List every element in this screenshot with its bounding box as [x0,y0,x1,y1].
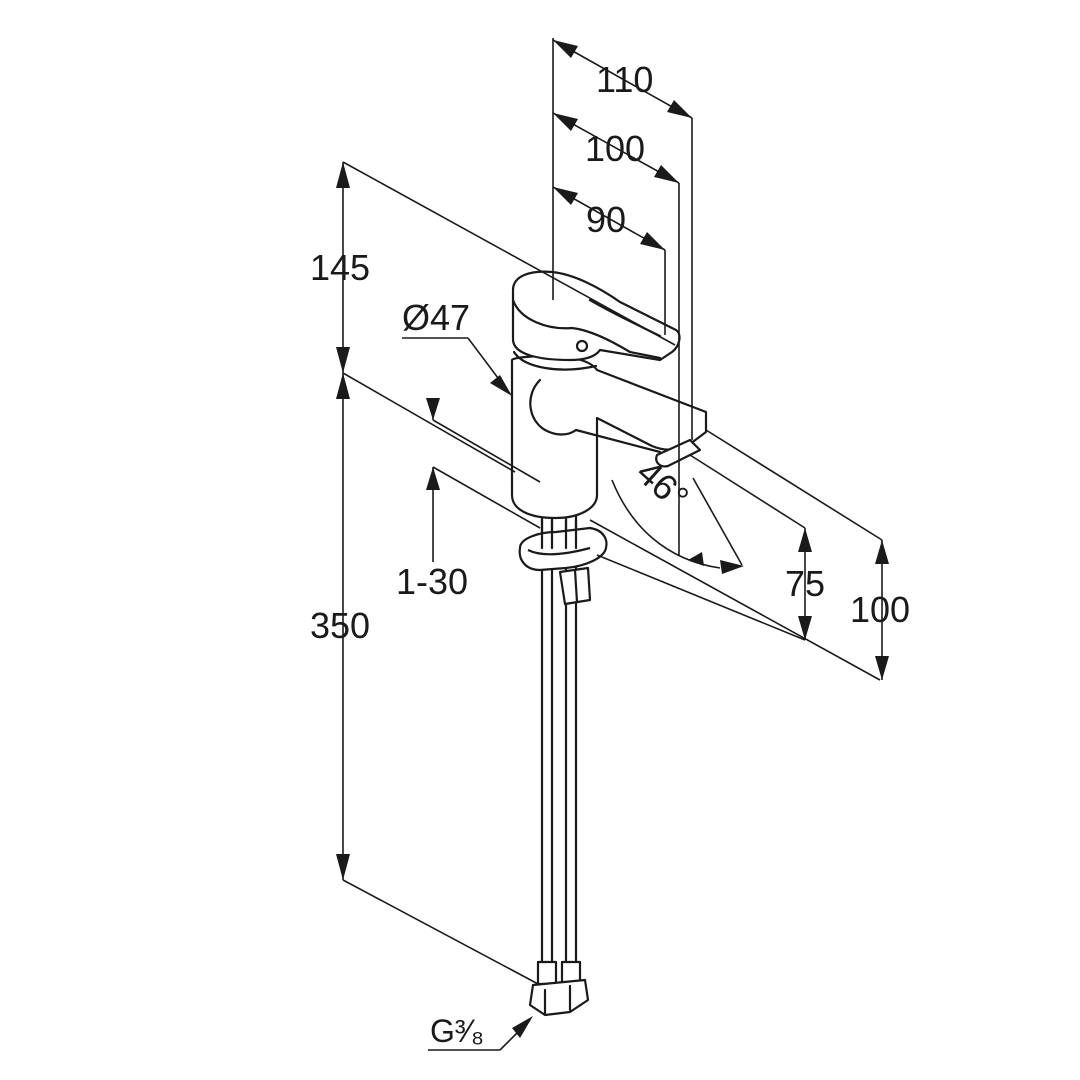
dimension-label-diameter: Ø47 [402,297,470,338]
dimension-label-145: 145 [310,247,370,288]
connection-fitting [528,978,590,1017]
dimension-label-110: 110 [596,59,653,100]
dimension-100-height: 100 [705,429,910,680]
dimension-label-90: 90 [586,199,626,240]
dimension-angle: 46° [611,451,744,574]
dimension-diameter: Ø47 [402,297,512,396]
dimension-label-100-reach: 100 [585,128,645,169]
dimension-100-reach: 100 [552,112,680,555]
spout-aerator [655,438,702,468]
mounting-bracket [518,513,608,606]
dimension-label-angle: 46° [629,451,697,518]
dimension-label-100-height: 100 [850,589,910,630]
dimension-deck-thickness: 1-30 [396,398,541,602]
lever-handle [511,270,681,371]
dimension-label-deck-thickness: 1-30 [396,561,468,602]
dimension-label-connection: G³⁄₈ [430,1013,484,1049]
dimension-145: 145 [310,161,676,373]
dimension-75: 75 [689,454,825,640]
dimension-label-75: 75 [785,563,825,604]
faucet-body [510,270,708,1017]
dimension-label-350: 350 [310,605,370,646]
dimension-110: 110 [552,39,693,440]
deck-plane [589,519,881,681]
dimension-connection: G³⁄₈ [428,1013,533,1051]
dimension-350: 350 [310,372,541,986]
dimension-90: 90 [552,186,666,335]
